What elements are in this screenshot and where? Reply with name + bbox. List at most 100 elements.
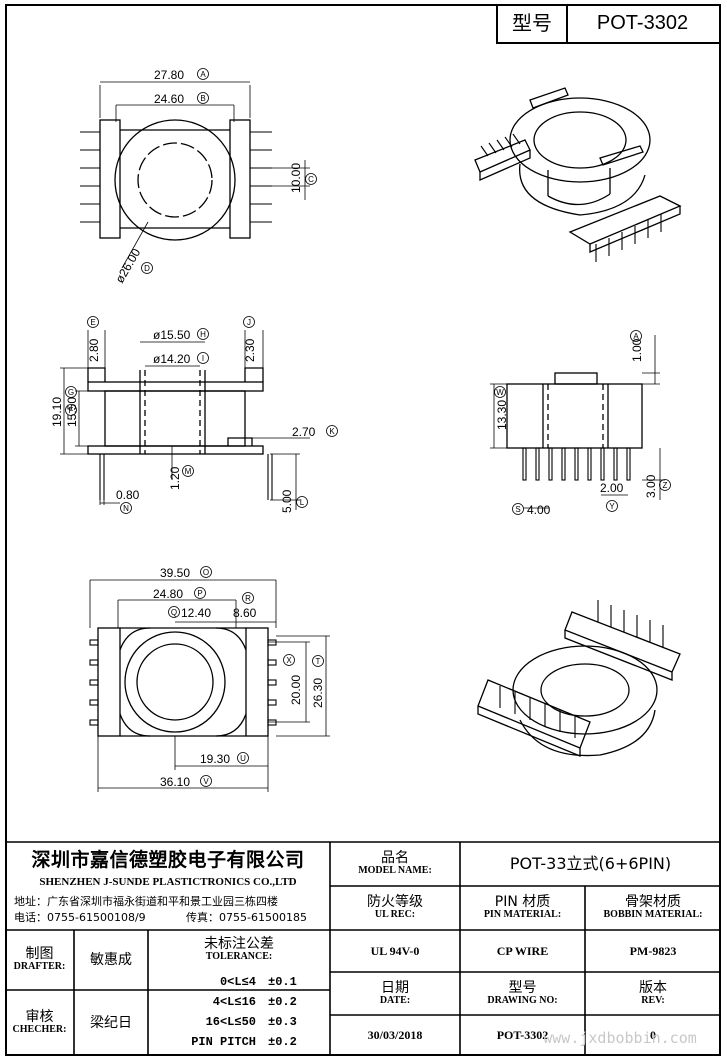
drafter-value: 敏惠成 [90, 951, 132, 968]
svg-text:I: I [202, 354, 204, 363]
dim-F: 15.50 [65, 397, 79, 427]
watermark: www.jxdbobbin.com [543, 1029, 697, 1048]
dim-T: 26.30 [311, 678, 325, 708]
tag-P: P [194, 587, 206, 599]
svg-text:N: N [123, 504, 129, 513]
dim-B: 24.60 [154, 92, 184, 106]
header-model-label: 型号 [496, 4, 568, 44]
dim-A: 27.80 [154, 68, 184, 82]
dim-W: 13.30 [495, 400, 509, 430]
dim-S: 4.00 [527, 503, 551, 517]
dimension-tags: A B C D E H I J K G F M N L A W Y Z S O … [65, 68, 671, 787]
tag-F: F [65, 404, 77, 416]
dim-O: 39.50 [160, 566, 190, 580]
svg-text:A: A [200, 70, 206, 79]
dim-M: 1.20 [168, 466, 182, 490]
tolerance-row: 0<L≤4±0.1 [219, 975, 297, 989]
svg-text:H: H [200, 330, 206, 339]
svg-text:P: P [197, 589, 202, 598]
dim-H: ø15.50 [153, 328, 191, 342]
tag-A: A [197, 68, 209, 80]
svg-text:T: T [316, 657, 321, 666]
tolerance-table: 0<L≤4±0.1 4<L≤16±0.2 16<L≤50±0.3 PIN PIT… [152, 972, 328, 1052]
tag-S: S [512, 503, 524, 515]
svg-text:E: E [90, 318, 95, 327]
tag-M: M [182, 465, 194, 477]
svg-text:O: O [203, 568, 209, 577]
svg-text:Q: Q [171, 608, 177, 617]
svg-text:K: K [329, 427, 335, 436]
svg-text:V: V [203, 777, 209, 786]
model-name-label: 品名 MODEL NAME: [358, 850, 432, 877]
dim-Y: 2.00 [600, 481, 624, 495]
isometric-view-bottom [477, 600, 681, 757]
isometric-view-top [474, 87, 682, 262]
title-block-grid [5, 841, 721, 1056]
company-phone: 电话：0755-61500108/9 [14, 910, 146, 924]
svg-text:U: U [240, 754, 246, 763]
tag-J: J [243, 316, 255, 328]
bobbin-material-value: PM-9823 [629, 943, 677, 958]
tag-U: U [237, 752, 249, 764]
tag-O: O [200, 566, 212, 578]
dim-V: 36.10 [160, 775, 190, 789]
dim-G: 19.10 [50, 397, 64, 427]
pin-material-label: PIN 材质 PIN MATERIAL: [483, 894, 562, 921]
company-name-cn: 深圳市嘉信德塑胶电子有限公司 [31, 849, 305, 872]
svg-text:G: G [68, 388, 74, 397]
dim-C: 10.00 [289, 163, 303, 193]
svg-text:F: F [69, 406, 74, 415]
svg-text:W: W [496, 388, 504, 397]
company-fax: 传真：0755-61500185 [186, 910, 307, 924]
company-name-en: SHENZHEN J-SUNDE PLASTICTRONICS CO.,LTD [39, 876, 297, 889]
tolerance-label: 未标注公差 TOLERANCE: [204, 936, 274, 963]
ul-rec-label: 防火等级 UL REC: [367, 894, 423, 921]
svg-text:J: J [247, 318, 251, 327]
dim-P: 24.80 [153, 587, 183, 601]
dim-D: ø26.00 [112, 246, 143, 286]
tag-N: N [120, 502, 132, 514]
rev-label: 版本 REV: [639, 979, 667, 1006]
dim-U: 19.30 [200, 752, 230, 766]
pin-material-value: CP WIRE [496, 943, 549, 958]
svg-text:X: X [286, 656, 292, 665]
tag-H: H [197, 328, 209, 340]
side-view [490, 335, 665, 509]
header-model-value: POT-3302 [566, 4, 721, 44]
drawing-no-value: POT-3302 [496, 1028, 549, 1043]
svg-text:Y: Y [609, 502, 615, 511]
dim-K: 2.70 [292, 425, 316, 439]
svg-text:D: D [144, 264, 150, 273]
model-name-value: POT-33立式(6+6PIN) [509, 853, 672, 873]
ul-rec-value: UL 94V-0 [370, 943, 420, 958]
svg-text:C: C [308, 175, 314, 184]
dim-L: 5.00 [280, 489, 294, 513]
date-value: 30/03/2018 [367, 1028, 423, 1043]
rev-value: 0 [650, 1028, 656, 1043]
tag-G: G [65, 386, 77, 398]
svg-text:M: M [185, 467, 192, 476]
svg-text:R: R [245, 594, 251, 603]
bobbin-material-label: 骨架材质 BOBBIN MATERIAL: [603, 894, 703, 921]
tag-A2: A [630, 330, 642, 342]
tag-Q: Q [168, 606, 180, 618]
bottom-view [89, 579, 330, 792]
svg-text:B: B [200, 94, 205, 103]
dimension-labels: 27.80 24.60 10.00 ø26.00 2.80 ø15.50 ø14… [50, 68, 658, 789]
tag-Y: Y [606, 500, 618, 512]
tag-C: C [305, 173, 317, 185]
tag-B: B [197, 92, 209, 104]
tolerance-row: 16<L≤50±0.3 [205, 1015, 297, 1029]
tag-E: E [87, 316, 99, 328]
svg-text:Z: Z [663, 481, 668, 490]
svg-text:L: L [300, 498, 305, 507]
dim-E: 2.80 [87, 338, 101, 362]
checker-value: 梁纪日 [90, 1014, 132, 1031]
front-view [60, 330, 310, 510]
checker-label: 审核 CHECHER: [12, 1009, 67, 1036]
svg-text:S: S [515, 505, 520, 514]
drawing-sheet [5, 4, 721, 1056]
tag-I: I [197, 352, 209, 364]
dim-Q: 12.40 [181, 606, 211, 620]
